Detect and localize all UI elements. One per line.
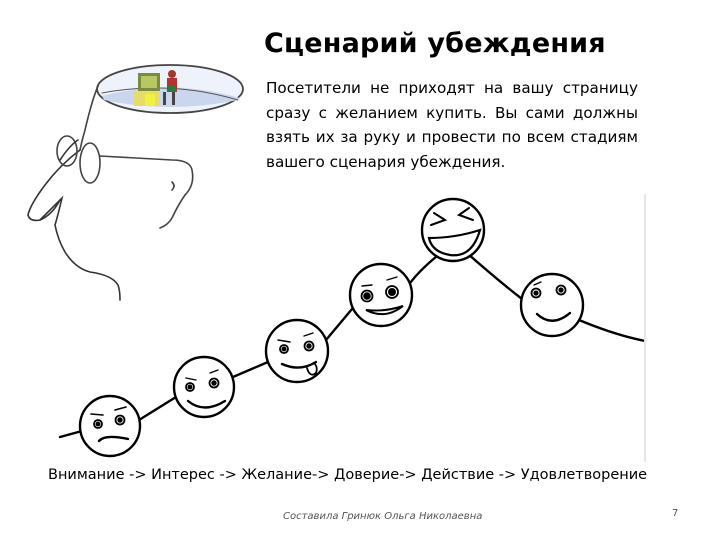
page-number: 7 [672,508,679,519]
slide-body-text: Посетители не приходят на вашу страницу … [266,79,638,171]
person-at-computer-icon [134,70,177,106]
smiling-face-icon [172,355,236,419]
thought-bubble-icon [96,64,244,114]
footer-author: Составила Гринюк Ольга Николаевна [283,511,483,522]
tongue-out-face-icon [264,318,330,384]
laughing-face-icon [420,197,486,263]
slide-title: Сценарий убеждения [264,28,606,59]
frowning-face-icon [78,394,142,458]
grinning-face-icon [348,262,414,328]
thinking-head-illustration [27,64,244,301]
stage-curve [58,252,647,439]
stages-sequence: Внимание -> Интерес -> Желание-> Доверие… [48,467,648,483]
content-smiling-face-icon [519,272,585,338]
